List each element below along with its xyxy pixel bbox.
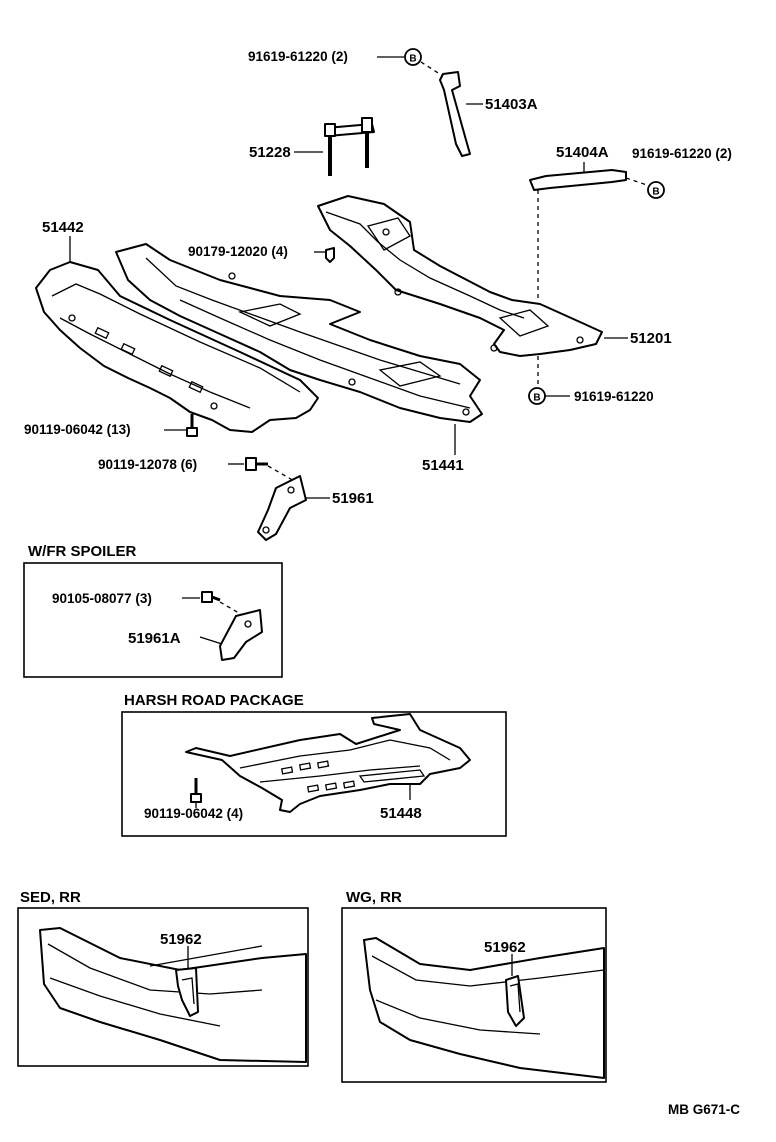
nut-mark: B [652, 187, 659, 198]
label-51404a: 51404A [556, 144, 609, 161]
label-91619-top: 91619-61220 (2) [248, 49, 348, 64]
label-51961: 51961 [332, 490, 374, 507]
label-90119-4: 90119-06042 (4) [144, 806, 243, 821]
nut-90179: 90179-12020 (4) [188, 244, 335, 263]
nut-91619-right: 91619-61220 (2) B [632, 146, 732, 199]
label-51442: 51442 [42, 219, 84, 236]
label-51448: 51448 [380, 805, 422, 822]
section-sed-rr: SED, RR 51962 [17, 889, 309, 1067]
figure-code: MB G671-C [668, 1102, 740, 1117]
section-title-wg-rr: WG, RR [346, 889, 402, 906]
bolt-set-51228: 51228 [249, 117, 375, 176]
label-51228: 51228 [249, 144, 291, 161]
label-51962-sed: 51962 [160, 931, 202, 948]
label-51403a: 51403A [485, 96, 538, 113]
brace-51404a: 51404A [529, 144, 651, 300]
section-title-harsh-road: HARSH ROAD PACKAGE [124, 692, 304, 709]
cover-51441: 51441 [115, 243, 483, 474]
section-harsh-road: HARSH ROAD PACKAGE 90119-06042 (4) 51448 [121, 692, 507, 837]
nut-91619-top: 91619-61220 (2) B [248, 48, 447, 79]
label-51201: 51201 [630, 330, 672, 347]
label-90119-13: 90119-06042 (13) [24, 422, 131, 437]
label-90119-6: 90119-12078 (6) [98, 457, 197, 472]
label-90179: 90179-12020 (4) [188, 244, 288, 259]
label-51441: 51441 [422, 457, 464, 474]
nut-mark: B [533, 393, 540, 404]
label-51962-wg: 51962 [484, 939, 526, 956]
label-91619-right: 91619-61220 (2) [632, 146, 732, 161]
section-title-sed-rr: SED, RR [20, 889, 81, 906]
nut-mark: B [409, 54, 416, 65]
label-51961a: 51961A [128, 630, 181, 647]
section-fr-spoiler: W/FR SPOILER 90105-08077 (3) 51961A [23, 543, 283, 678]
nut-91619-lower: B 91619-61220 [528, 387, 654, 405]
bolt-90119-13: 90119-06042 (13) [24, 414, 198, 437]
stay-51403a: 51403A [439, 71, 538, 157]
bracket-51961: 51961 [257, 475, 374, 541]
label-91619-lower: 91619-61220 [574, 389, 654, 404]
section-title-fr-spoiler: W/FR SPOILER [28, 543, 137, 560]
bolt-90119-6: 90119-12078 (6) [98, 457, 297, 483]
crossmember-51201: 51201 [317, 195, 672, 386]
label-90105: 90105-08077 (3) [52, 591, 152, 606]
cover-51442: 51442 [35, 219, 319, 433]
section-wg-rr: WG, RR 51962 [341, 889, 607, 1083]
